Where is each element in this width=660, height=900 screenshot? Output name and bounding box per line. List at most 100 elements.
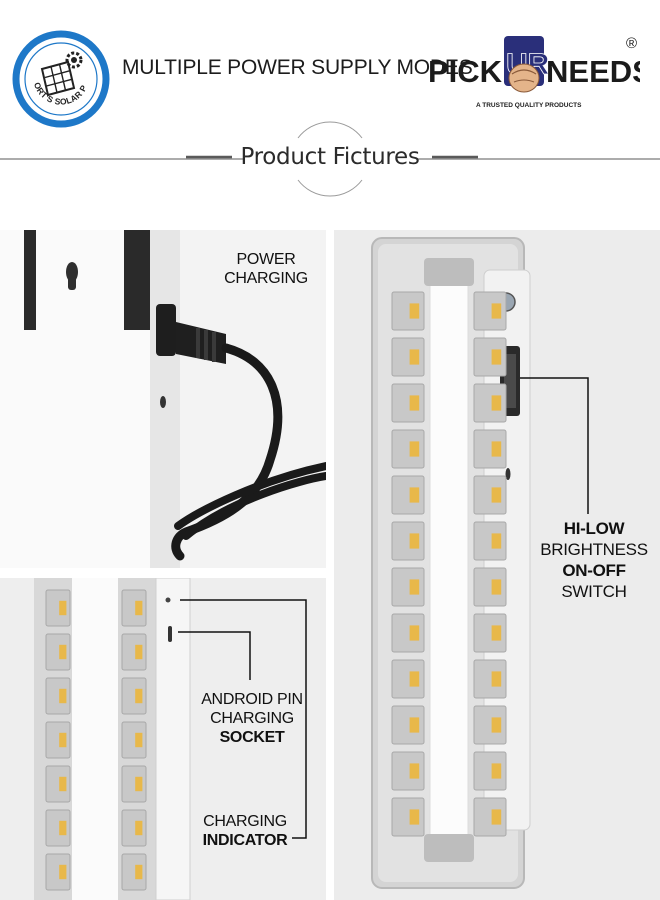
led-cell (391, 291, 425, 331)
led-chip (491, 763, 502, 779)
led-cell (473, 521, 507, 561)
led-chip (409, 671, 420, 687)
led-chip (491, 625, 502, 641)
led-chip (135, 600, 143, 616)
panel-brightness-switch: HI-LOW BRIGHTNESS ON-OFF SWITCH (334, 230, 660, 900)
led-cell (45, 809, 71, 847)
led-cell (473, 659, 507, 699)
led-chip (59, 776, 67, 792)
callout-indicator-line2: INDICATOR (202, 832, 288, 849)
led-chip (135, 644, 143, 660)
brand-registered: ® (626, 35, 637, 52)
solar-panel-icon (40, 60, 76, 97)
led-chip (59, 864, 67, 880)
led-chip (491, 395, 502, 411)
led-chip (409, 625, 420, 641)
led-cell (45, 765, 71, 803)
led-cell (473, 383, 507, 423)
callout-android-line2: CHARGING (210, 710, 294, 727)
led-chip (409, 349, 420, 365)
led-chip (491, 671, 502, 687)
lamp-photo (334, 230, 660, 900)
brand-subtitle: A TRUSTED QUALITY PRODUCTS (476, 102, 582, 109)
callout-switch-line4: SWITCH (561, 582, 627, 601)
led-chip (59, 688, 67, 704)
tagline: MULTIPLE POWER SUPPLY MODES (122, 56, 473, 79)
led-chip (491, 717, 502, 733)
brand-left: PICK (428, 54, 503, 89)
brand-right: NEEDS (546, 54, 640, 89)
led-cell (391, 475, 425, 515)
led-chip (59, 644, 67, 660)
led-chip (135, 820, 143, 836)
led-cell (121, 677, 147, 715)
callout-switch-line1: HI-LOW (563, 519, 625, 538)
led-chip (491, 487, 502, 503)
led-cell (121, 809, 147, 847)
led-chip (409, 395, 420, 411)
led-cell (391, 521, 425, 561)
led-cell (391, 337, 425, 377)
fist-icon (508, 63, 540, 93)
led-cell (45, 853, 71, 891)
callout-power-line2: CHARGING (224, 270, 308, 287)
power-plug-icon (156, 304, 226, 364)
callout-android-socket: ANDROID PIN CHARGING SOCKET (184, 690, 320, 747)
power-charging-photo (0, 230, 326, 568)
led-chip (409, 487, 420, 503)
led-cell (391, 705, 425, 745)
led-chip (135, 688, 143, 704)
led-cell (45, 633, 71, 671)
led-cell (473, 751, 507, 791)
led-cell (45, 589, 71, 627)
led-chip (409, 533, 420, 549)
callout-power-charging: POWER CHARGING (216, 250, 316, 288)
section-title-block: Product Fictures (0, 108, 660, 218)
socket-closeup-photo (0, 578, 326, 900)
callout-android-line3: SOCKET (219, 729, 285, 746)
led-cell (391, 751, 425, 791)
led-chip (59, 600, 67, 616)
led-cell (473, 337, 507, 377)
led-cell (121, 853, 147, 891)
callout-charging-indicator: CHARGING INDICATOR (190, 812, 300, 850)
panel-power-charging: POWER CHARGING (0, 230, 326, 568)
led-chip (491, 533, 502, 549)
solar-power-badge: SUPPORT'S SOLAR POWER (12, 14, 110, 144)
led-cell (391, 567, 425, 607)
callout-android-line1: ANDROID PIN (201, 691, 303, 708)
brand-logo: PICK UR NEEDS ® A TRUSTED QUALITY PRODUC… (426, 26, 640, 112)
led-cell (121, 721, 147, 759)
led-cell (473, 429, 507, 469)
callout-switch-line3: ON-OFF (562, 561, 626, 580)
gear-icon (65, 51, 83, 69)
led-cell (473, 613, 507, 653)
led-cell (473, 475, 507, 515)
callout-switch-line2: BRIGHTNESS (540, 540, 648, 559)
led-chip (409, 717, 420, 733)
led-chip (409, 579, 420, 595)
led-chip (409, 303, 420, 319)
led-cell (391, 383, 425, 423)
led-chip (409, 763, 420, 779)
led-cell (121, 633, 147, 671)
led-chip (491, 441, 502, 457)
led-chip (135, 776, 143, 792)
led-chip (491, 579, 502, 595)
led-chip (135, 864, 143, 880)
led-cell (473, 797, 507, 837)
led-cell (391, 659, 425, 699)
led-chip (59, 820, 67, 836)
callout-power-line1: POWER (236, 251, 296, 268)
led-cell (121, 589, 147, 627)
led-cell (391, 797, 425, 837)
callout-brightness-switch: HI-LOW BRIGHTNESS ON-OFF SWITCH (534, 518, 654, 602)
led-cell (391, 613, 425, 653)
led-chip (491, 303, 502, 319)
led-chip (491, 809, 502, 825)
led-chip (59, 732, 67, 748)
led-chip (491, 349, 502, 365)
led-cell (45, 721, 71, 759)
callout-indicator-line1: CHARGING (203, 813, 287, 830)
panel-socket-indicator: ANDROID PIN CHARGING SOCKET CHARGING IND… (0, 578, 326, 900)
